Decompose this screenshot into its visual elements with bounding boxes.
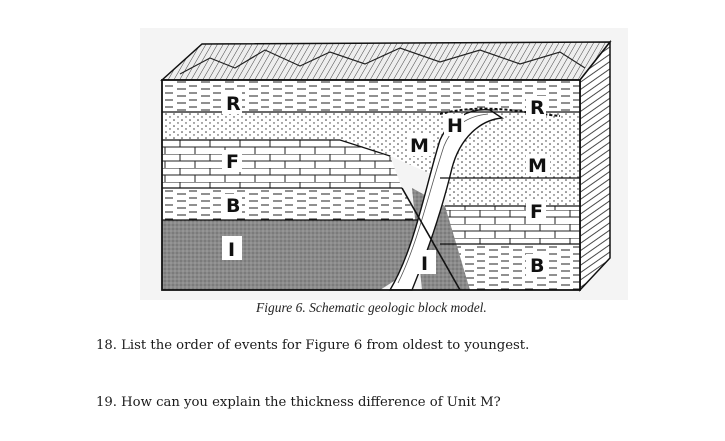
label-h-top: H [447, 115, 463, 137]
label-f-right: F [530, 201, 543, 223]
label-i-center: I [421, 253, 428, 275]
label-m-center: M [410, 135, 429, 157]
label-b-right: B [530, 255, 544, 277]
figure-caption: Figure 6. Schematic geologic block model… [256, 300, 487, 315]
label-r-left: R [226, 93, 241, 115]
label-b-left: B [226, 195, 240, 217]
label-f-left: F [226, 151, 239, 173]
geologic-block-figure: R F B I H M I R M F B [140, 28, 628, 300]
question-18: 18. List the order of events for Figure … [96, 338, 530, 353]
label-r-right: R [530, 97, 545, 119]
label-m-right: M [528, 155, 547, 177]
question-19: 19. How can you explain the thickness di… [96, 395, 501, 410]
label-i-left: I [228, 239, 235, 261]
